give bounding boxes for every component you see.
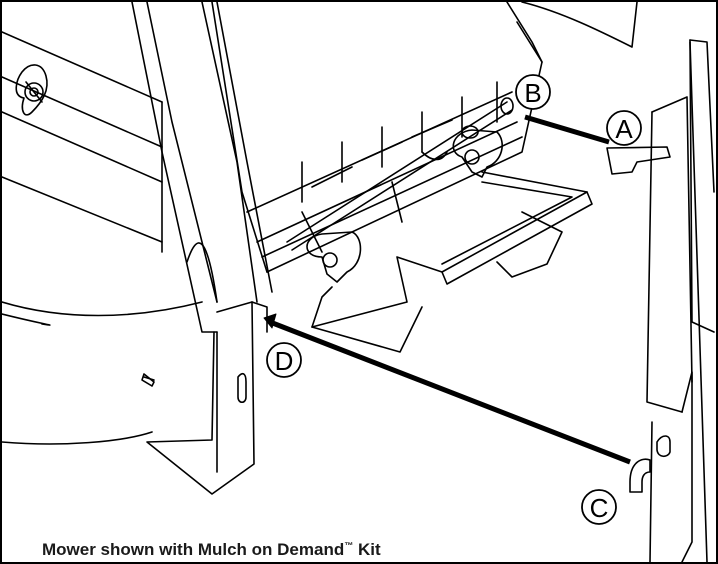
leader-a-b — [524, 114, 610, 145]
callout-d: D — [266, 342, 302, 378]
bottom-plate — [146, 301, 268, 495]
hinge-rod — [286, 97, 514, 283]
flap-plate — [311, 171, 593, 353]
mower-deck — [2, 31, 203, 445]
callout-b: B — [515, 74, 551, 110]
svg-text:B: B — [524, 78, 541, 108]
leader-c-d — [269, 319, 631, 465]
chute-assembly — [211, 2, 638, 273]
caption-suffix: Kit — [353, 540, 381, 559]
svg-text:C: C — [590, 493, 609, 523]
wing-knob — [15, 64, 48, 116]
callout-c: C — [581, 489, 617, 525]
side-panel — [606, 39, 715, 562]
svg-text:A: A — [615, 114, 633, 144]
figure-caption: Mower shown with Mulch on Demand™ Kit — [42, 540, 381, 560]
svg-text:D: D — [275, 346, 294, 376]
caption-text: Mower shown with Mulch on Demand — [42, 540, 345, 559]
arrowhead-d — [263, 313, 277, 329]
side-bracket — [131, 2, 273, 333]
callout-a: A — [606, 110, 642, 146]
trademark-symbol: ™ — [344, 540, 354, 551]
leader-lines — [269, 114, 631, 465]
